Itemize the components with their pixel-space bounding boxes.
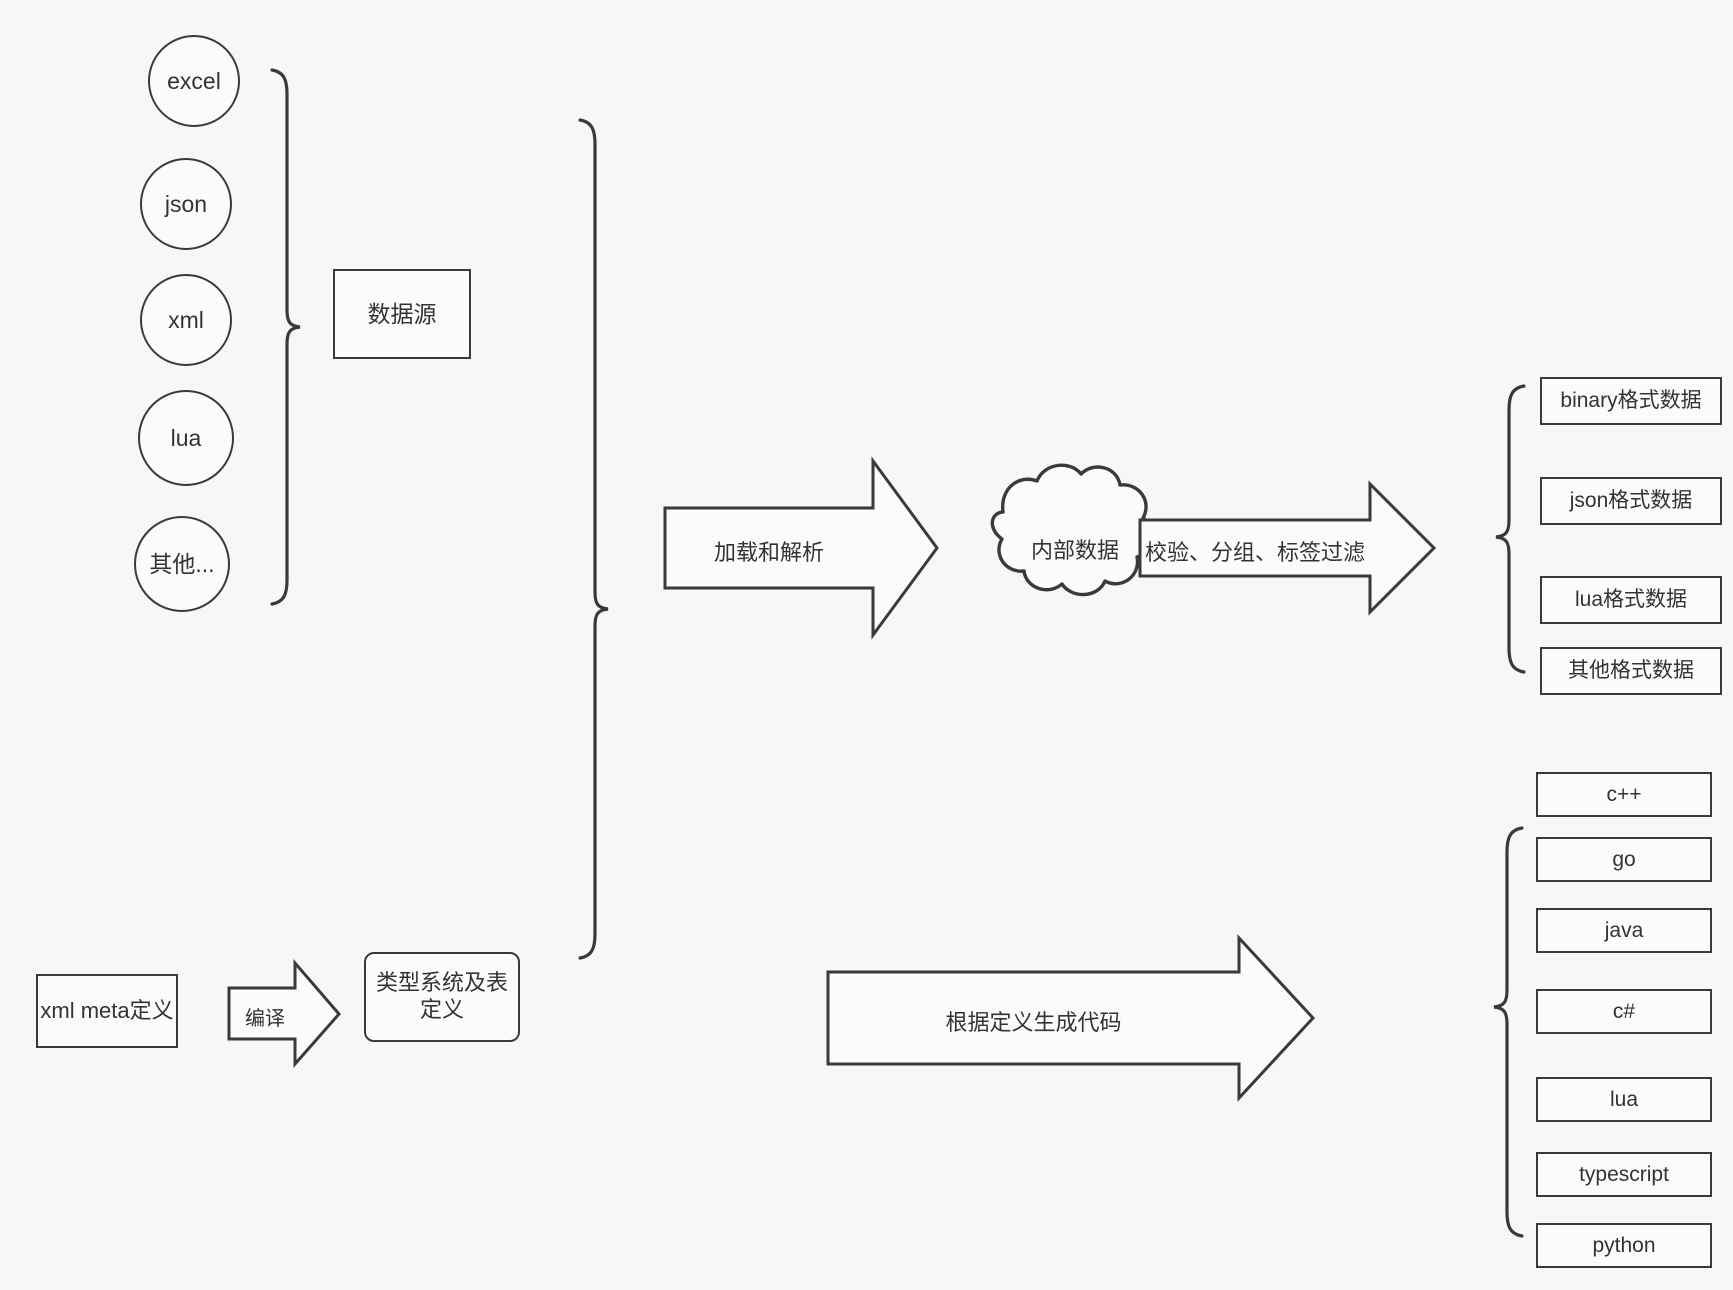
source-label: lua: [170, 424, 202, 451]
load-parse-arrow-label: 加载和解析: [713, 540, 824, 565]
compile-arrow-label: 编译: [245, 1008, 285, 1030]
internal-data-cloud: [990, 463, 1154, 597]
language-label: lua: [1609, 1087, 1639, 1111]
language-label: go: [1612, 847, 1636, 871]
language-box-go[interactable]: go: [1536, 837, 1712, 882]
language-label: java: [1604, 918, 1644, 942]
language-box-cpp[interactable]: c++: [1536, 772, 1712, 817]
source-node-lua[interactable]: lua: [138, 390, 234, 486]
xml-meta-definition-label: xml meta定义: [40, 997, 174, 1023]
languages-brace: [1493, 826, 1524, 1238]
output-format-other[interactable]: 其他格式数据: [1540, 647, 1722, 695]
output-format-label: lua格式数据: [1574, 588, 1688, 612]
source-label: json: [164, 190, 208, 217]
source-node-other[interactable]: 其他...: [134, 516, 230, 612]
output-format-lua[interactable]: lua格式数据: [1540, 576, 1722, 624]
language-label: c#: [1612, 999, 1636, 1023]
language-label: python: [1592, 1233, 1656, 1257]
language-box-csharp[interactable]: c#: [1536, 989, 1712, 1034]
data-source-label: 数据源: [367, 300, 437, 327]
data-source-box[interactable]: 数据源: [333, 269, 471, 359]
language-box-java[interactable]: java: [1536, 908, 1712, 953]
validate-filter-arrow-label: 校验、分组、标签过滤: [1144, 540, 1365, 565]
sources-brace: [270, 68, 301, 606]
language-box-python[interactable]: python: [1536, 1223, 1712, 1268]
language-box-typescript[interactable]: typescript: [1536, 1152, 1712, 1197]
source-label: xml: [168, 306, 204, 333]
source-node-json[interactable]: json: [140, 158, 232, 250]
language-label: typescript: [1579, 1162, 1669, 1186]
xml-meta-definition-box[interactable]: xml meta定义: [36, 974, 178, 1048]
output-format-binary[interactable]: binary格式数据: [1540, 377, 1722, 425]
source-node-excel[interactable]: excel: [148, 35, 240, 127]
main-brace: [578, 118, 609, 960]
output-format-label: binary格式数据: [1560, 389, 1702, 413]
output-format-label: 其他格式数据: [1568, 659, 1694, 683]
internal-data-label: 内部数据: [1030, 538, 1119, 563]
source-label: excel: [167, 67, 221, 94]
type-system-box[interactable]: 类型系统及表定义: [364, 952, 520, 1042]
output-format-label: json格式数据: [1569, 489, 1693, 513]
generate-code-arrow-label: 根据定义生成代码: [945, 1010, 1122, 1035]
type-system-label: 类型系统及表定义: [375, 970, 508, 1022]
language-box-lua[interactable]: lua: [1536, 1077, 1712, 1122]
language-label: c++: [1606, 782, 1642, 806]
formats-brace: [1495, 384, 1526, 674]
source-node-xml[interactable]: xml: [140, 274, 232, 366]
source-label: 其他...: [149, 550, 215, 577]
output-format-json[interactable]: json格式数据: [1540, 477, 1722, 525]
